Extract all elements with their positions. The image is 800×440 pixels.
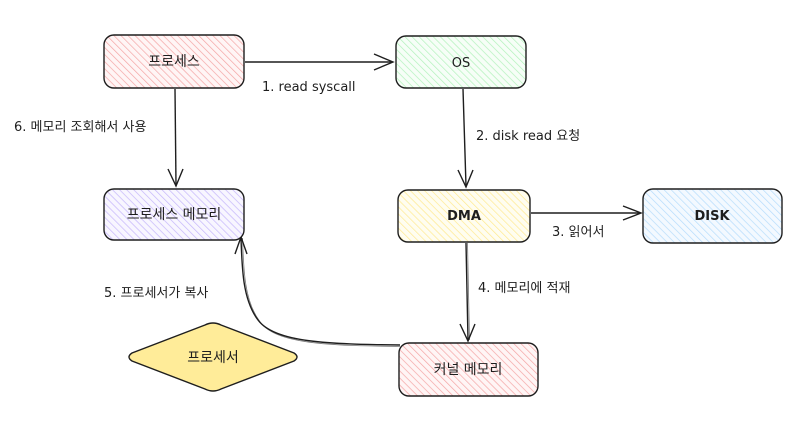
node-os-label: OS (452, 56, 470, 71)
arrowhead-icon (459, 323, 476, 343)
edge-label-read: 3. 읽어서 (552, 225, 604, 240)
node-process-memory-label: 프로세스 메모리 (127, 207, 222, 223)
edge-read-syscall (245, 53, 395, 71)
edge-label-memory-lookup: 6. 메모리 조회해서 사용 (14, 120, 146, 135)
edge-memory-lookup (167, 88, 184, 188)
edge-label-disk-read-request: 2. disk read 요청 (476, 129, 580, 144)
node-disk-label: DISK (694, 209, 730, 224)
arrowhead-icon (167, 168, 184, 188)
arrowhead-icon (622, 205, 643, 221)
node-process[interactable]: 프로세스 (103, 34, 245, 89)
node-disk[interactable]: DISK (642, 188, 783, 244)
node-dma[interactable]: DMA (397, 189, 531, 243)
edge-label-read-syscall: 1. read syscall (262, 80, 356, 95)
node-processor-label: 프로세서 (187, 350, 239, 366)
node-kernel-memory-label: 커널 메모리 (434, 362, 503, 378)
arrowhead-icon (373, 53, 395, 71)
node-process-label: 프로세스 (148, 54, 200, 70)
arrowhead-icon (457, 169, 474, 189)
node-kernel-memory[interactable]: 커널 메모리 (398, 342, 539, 397)
edge-label-load-to-memory: 4. 메모리에 적재 (478, 281, 570, 296)
node-dma-label: DMA (447, 209, 481, 224)
edge-processor-copy (234, 234, 401, 347)
node-process-memory[interactable]: 프로세스 메모리 (103, 188, 245, 241)
edge-disk-read-request (457, 88, 474, 189)
edge-label-processor-copy: 5. 프로세서가 복사 (104, 286, 208, 301)
edge-read-disk (531, 205, 643, 221)
node-processor[interactable]: 프로세서 (128, 322, 298, 392)
node-os[interactable]: OS (395, 35, 527, 89)
edge-load-to-memory (459, 242, 476, 343)
